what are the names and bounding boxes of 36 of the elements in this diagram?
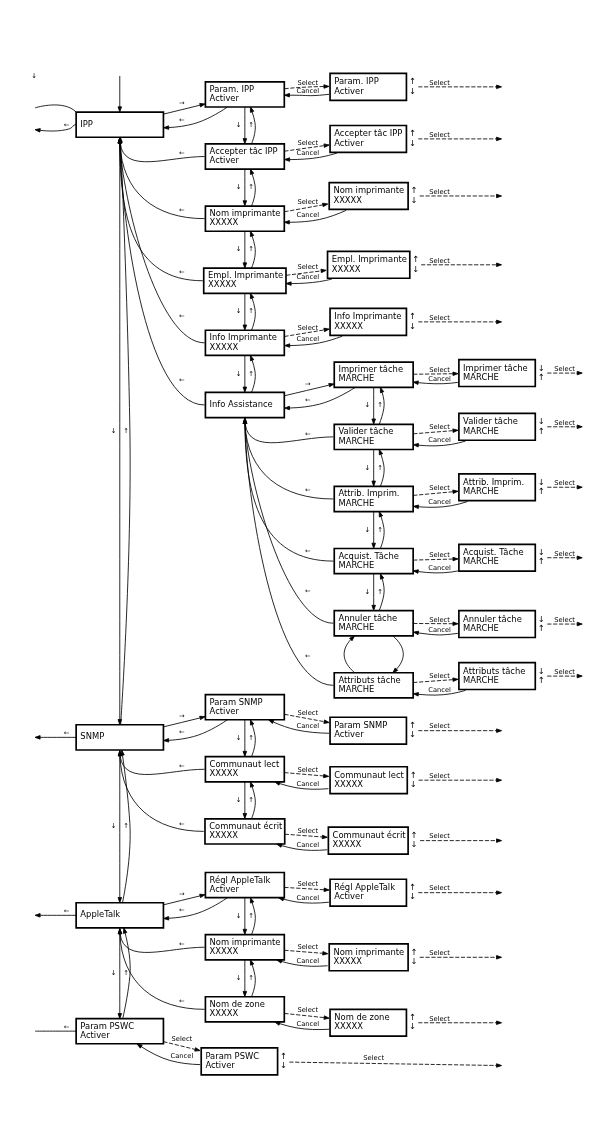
node-label: ↑ bbox=[537, 622, 545, 633]
node-label: ↑ bbox=[410, 946, 418, 957]
node-label: ↓ bbox=[408, 85, 416, 96]
node-label: ↑ bbox=[412, 254, 420, 265]
node-label: ↑ bbox=[409, 769, 417, 780]
node-label: ↑ bbox=[410, 185, 418, 196]
node-label: ↓ bbox=[280, 1060, 288, 1071]
node-label: ↑ bbox=[410, 830, 418, 841]
node-label: ↑ bbox=[408, 882, 416, 893]
node-label: ↑ bbox=[408, 128, 416, 139]
node-label: ↓ bbox=[408, 729, 416, 740]
node-label: ↓ bbox=[537, 665, 545, 676]
node-label: ↓ bbox=[410, 839, 418, 850]
node-label: ↑ bbox=[537, 485, 545, 496]
node-label: ↓ bbox=[537, 416, 545, 427]
node-label: ↓ bbox=[412, 263, 420, 274]
node-label: ↓ bbox=[410, 194, 418, 205]
node-label: ↓ bbox=[537, 613, 545, 624]
node-label: ↓ bbox=[537, 547, 545, 558]
node-label: ↑ bbox=[537, 371, 545, 382]
node-label: ↑ bbox=[537, 556, 545, 567]
node-label: ↑ bbox=[408, 1012, 416, 1023]
node-label: ↑ bbox=[280, 1050, 288, 1061]
node-label: ↑ bbox=[408, 311, 416, 322]
node-label: ↓ bbox=[408, 1021, 416, 1032]
node-label: ↓ bbox=[408, 137, 416, 148]
node-label: ↓ bbox=[408, 320, 416, 331]
node-label: ↑ bbox=[408, 76, 416, 87]
node-label: ↑ bbox=[537, 674, 545, 685]
node-label: ↓ bbox=[410, 956, 418, 967]
node-label: ↓ bbox=[537, 362, 545, 373]
node-label: ↓ bbox=[537, 476, 545, 487]
node-label: ↑ bbox=[408, 720, 416, 731]
node-label: ↓ bbox=[408, 891, 416, 902]
node-label: ↑ bbox=[537, 425, 545, 436]
node-label: ↓ bbox=[409, 778, 417, 789]
